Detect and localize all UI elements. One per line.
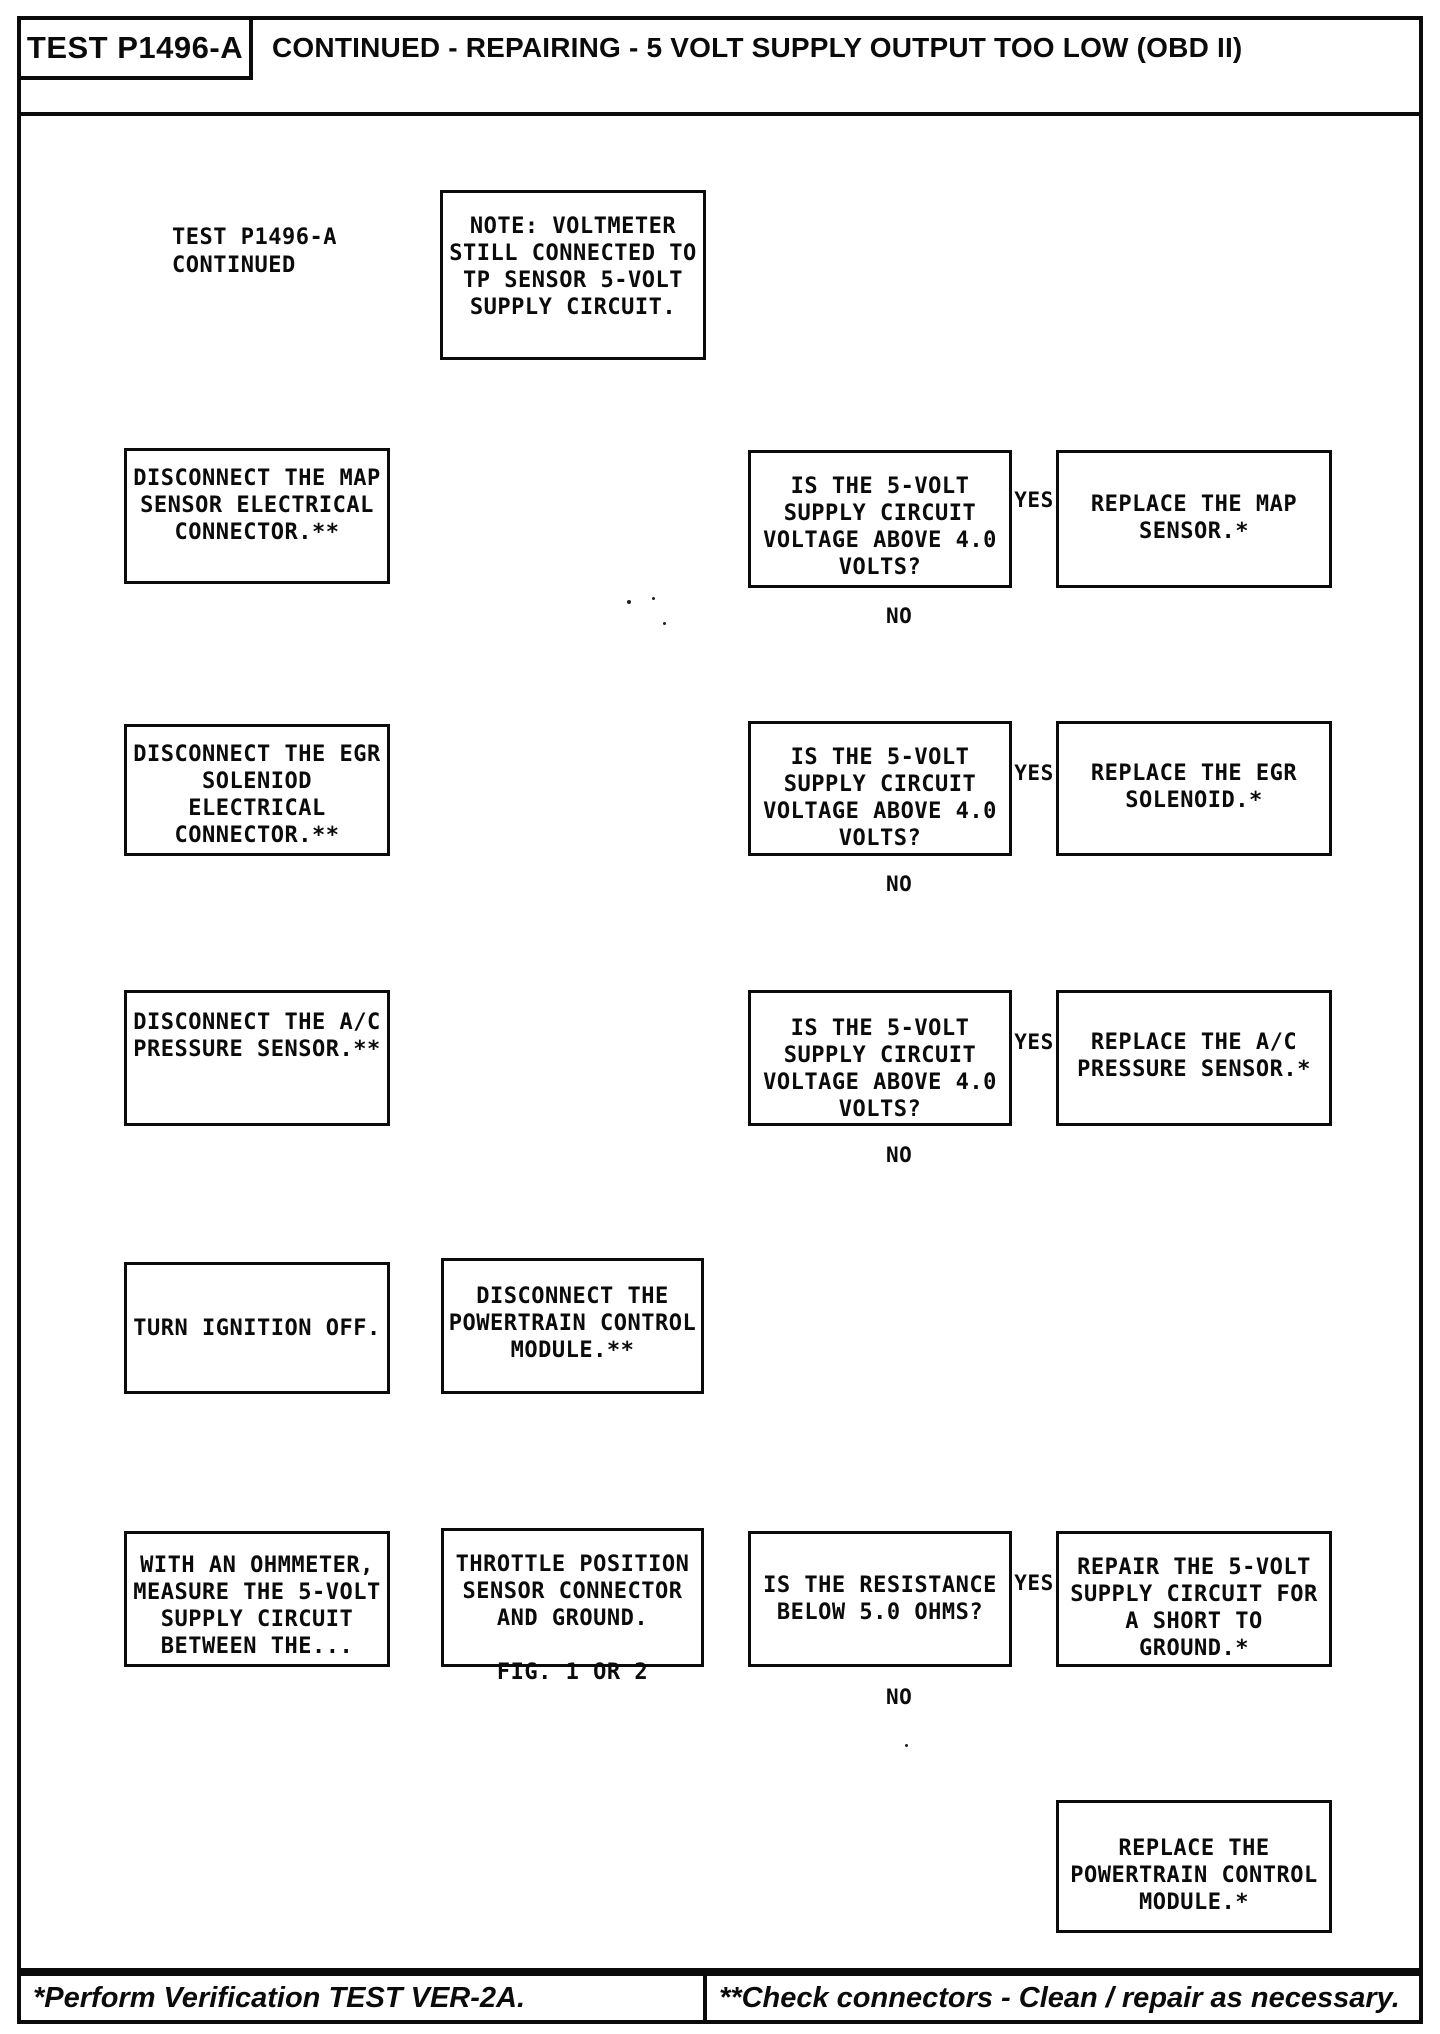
action-replace-powertrain-module: REPLACE THE POWERTRAIN CONTROL MODULE.* xyxy=(1056,1800,1332,1933)
scan-speck xyxy=(905,1744,908,1747)
scan-speck xyxy=(663,622,666,625)
test-id-box: TEST P1496-A xyxy=(17,16,253,80)
step-throttle-position-connector: THROTTLE POSITION SENSOR CONNECTOR AND G… xyxy=(441,1528,704,1685)
note-keyword: NOTE: xyxy=(469,214,539,239)
action-replace-map-sensor: REPLACE THE MAP SENSOR.* xyxy=(1056,450,1332,588)
note-text: VOLTMETER STILL CONNECTED TO TP SENSOR 5… xyxy=(449,214,697,320)
footnote-verification: *Perform Verification TEST VER-2A. xyxy=(17,1972,707,2024)
step-disconnect-powertrain-module: DISCONNECT THE POWERTRAIN CONTROL MODULE… xyxy=(441,1258,704,1394)
page-title: CONTINUED - REPAIRING - 5 VOLT SUPPLY OU… xyxy=(272,32,1243,63)
decision-ac-voltage: IS THE 5-VOLT SUPPLY CIRCUIT VOLTAGE ABO… xyxy=(748,990,1012,1126)
step-turn-ignition-off: TURN IGNITION OFF. xyxy=(124,1262,390,1394)
yes-label-resistance: YES xyxy=(1014,1571,1054,1595)
action-replace-ac-pressure-sensor: REPLACE THE A/C PRESSURE SENSOR.* xyxy=(1056,990,1332,1126)
no-label-map: NO xyxy=(886,604,913,628)
step-disconnect-egr-solenoid: DISCONNECT THE EGR SOLENIOD ELECTRICAL C… xyxy=(124,724,390,856)
action-repair-short-to-ground: REPAIR THE 5-VOLT SUPPLY CIRCUIT FOR A S… xyxy=(1056,1531,1332,1667)
yes-label-ac: YES xyxy=(1014,1030,1054,1054)
yes-label-map: YES xyxy=(1014,488,1054,512)
decision-resistance: IS THE RESISTANCE BELOW 5.0 OHMS? xyxy=(748,1531,1012,1667)
test-id-label: TEST P1496-A xyxy=(26,30,244,65)
continuation-arrow-label: TEST P1496-A CONTINUED xyxy=(172,225,337,278)
title-separator-line xyxy=(17,112,1423,116)
action-replace-egr-solenoid: REPLACE THE EGR SOLENOID.* xyxy=(1056,721,1332,856)
no-label-resistance: NO xyxy=(886,1685,913,1709)
decision-map-voltage: IS THE 5-VOLT SUPPLY CIRCUIT VOLTAGE ABO… xyxy=(748,450,1012,588)
footnote-bar: *Perform Verification TEST VER-2A. **Che… xyxy=(17,1972,1423,2024)
no-label-egr: NO xyxy=(886,872,913,896)
yes-label-egr: YES xyxy=(1014,761,1054,785)
note-box: NOTE: VOLTMETER STILL CONNECTED TO TP SE… xyxy=(440,190,706,360)
step-disconnect-ac-pressure-sensor: DISCONNECT THE A/C PRESSURE SENSOR.** xyxy=(124,990,390,1126)
no-label-ac: NO xyxy=(886,1143,913,1167)
scan-speck xyxy=(652,597,655,600)
footnote-connectors: **Check connectors - Clean / repair as n… xyxy=(707,1972,1423,2024)
step-measure-with-ohmmeter: WITH AN OHMMETER, MEASURE THE 5-VOLT SUP… xyxy=(124,1531,390,1667)
scan-speck xyxy=(627,600,631,604)
step-disconnect-map-sensor: DISCONNECT THE MAP SENSOR ELECTRICAL CON… xyxy=(124,448,390,584)
decision-egr-voltage: IS THE 5-VOLT SUPPLY CIRCUIT VOLTAGE ABO… xyxy=(748,721,1012,856)
